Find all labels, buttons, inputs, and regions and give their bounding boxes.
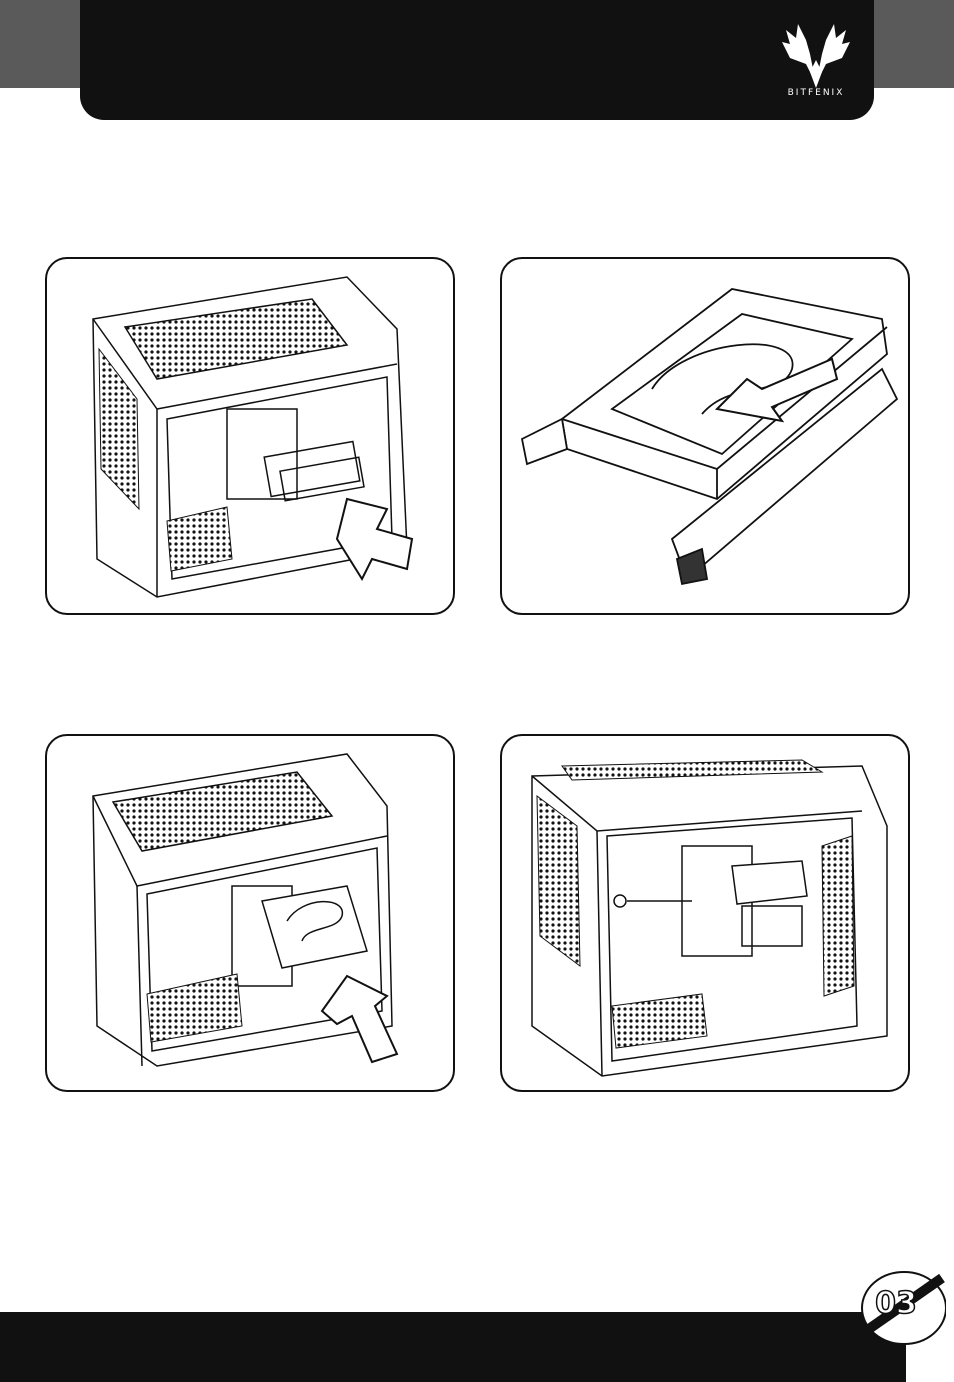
case-tray-pull-illustration: [47, 259, 453, 613]
page-number: 03: [866, 1286, 926, 1321]
figure-4-panel: [500, 734, 910, 1092]
tray-hdd-insert-illustration: [502, 259, 908, 613]
case-screw-secure-illustration: [502, 736, 908, 1090]
case-tray-push-illustration: [47, 736, 453, 1090]
footer-corner: [906, 1352, 954, 1382]
footer-bar: [0, 1312, 906, 1382]
header-corner-right: [874, 0, 954, 88]
header-corner-left: [0, 0, 80, 88]
header-bar: BITFENIX: [80, 0, 874, 120]
figure-3-panel: [45, 734, 455, 1092]
figure-1-panel: [45, 257, 455, 615]
brand-wordmark: BITFENIX: [776, 88, 856, 98]
figure-2-panel: [500, 257, 910, 615]
